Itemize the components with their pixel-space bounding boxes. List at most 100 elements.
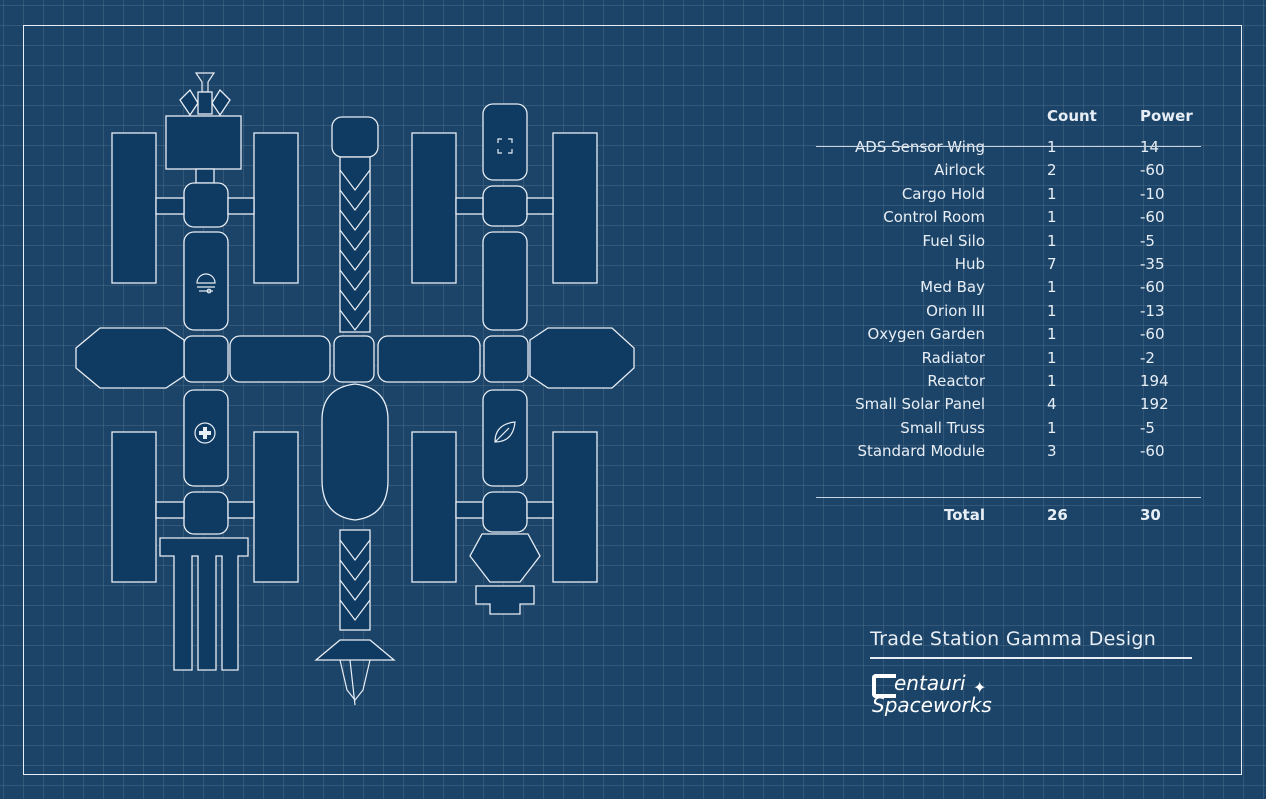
- connector: [155, 197, 185, 215]
- cell-count: 1: [1047, 372, 1057, 391]
- center-column: [314, 116, 396, 706]
- solar-panel: [411, 431, 457, 583]
- sensor-core: [197, 91, 213, 115]
- orion-iii: [314, 639, 396, 661]
- cell-count: 1: [1047, 208, 1057, 227]
- cell-count: 3: [1047, 442, 1057, 461]
- standard-module: [482, 231, 528, 331]
- brand-line2: Spaceworks: [872, 693, 992, 717]
- cell-count: 1: [1047, 184, 1057, 203]
- cell-power: -10: [1140, 184, 1165, 203]
- header-count: Count: [1047, 107, 1097, 125]
- cell-name: Radiator: [921, 348, 985, 367]
- total-power: 30: [1140, 506, 1161, 524]
- cell-power: 192: [1140, 395, 1169, 414]
- module-total-table: Total 26 30: [816, 504, 1202, 527]
- table-row: Orion III 1 -13: [816, 300, 1202, 323]
- cell-name: ADS Sensor Wing: [855, 138, 985, 156]
- medical-cross-icon: [194, 422, 216, 444]
- truss-lattice: [339, 169, 371, 331]
- cell-power: 14: [1140, 138, 1160, 156]
- cell-name: Cargo Hold: [901, 184, 985, 203]
- table-header-rule: [816, 146, 1201, 147]
- brand-logo: entauri ✦ Spaceworks: [872, 672, 992, 716]
- cell-power: -60: [1140, 325, 1165, 344]
- cell-name: Reactor: [927, 372, 985, 391]
- cell-name: Med Bay: [920, 278, 985, 297]
- oxygen-garden: [482, 389, 528, 487]
- solar-panel: [552, 132, 598, 284]
- cell-count: 1: [1047, 325, 1057, 344]
- cell-name: Small Solar Panel: [855, 395, 985, 414]
- cell-count: 1: [1047, 278, 1057, 297]
- speedometer-icon: [196, 273, 216, 294]
- solar-panel: [111, 132, 157, 284]
- brand-line1: entauri: [894, 671, 966, 695]
- cell-name: Airlock: [934, 161, 985, 180]
- antenna: [194, 72, 216, 93]
- cell-name: Small Truss: [900, 418, 985, 437]
- leaf-icon: [494, 421, 516, 443]
- cell-count: 2: [1047, 161, 1057, 180]
- orion-legs: [339, 659, 371, 706]
- brand-c-mark: [872, 674, 896, 698]
- solar-panel: [253, 431, 299, 583]
- hub: [333, 335, 375, 383]
- horizontal-arm: [75, 327, 635, 389]
- cell-count: 1: [1047, 138, 1057, 156]
- cell-count: 1: [1047, 348, 1057, 367]
- airlock-dock: [475, 585, 535, 615]
- cell-power: -5: [1140, 231, 1155, 250]
- solar-panels: [111, 132, 598, 583]
- cell-power: -60: [1140, 442, 1165, 461]
- table-row: Small Truss 1 -5: [816, 417, 1202, 440]
- cell-count: 1: [1047, 301, 1057, 320]
- cell-name: Orion III: [926, 301, 985, 320]
- connector: [455, 197, 484, 215]
- connector: [526, 501, 554, 519]
- table-total-row: Total 26 30: [816, 504, 1202, 527]
- connector: [455, 501, 484, 519]
- design-title-rule: [870, 657, 1192, 659]
- cell-count: 4: [1047, 395, 1057, 414]
- cell-count: 1: [1047, 418, 1057, 437]
- standard-module: [229, 335, 331, 383]
- reactor: [321, 383, 389, 521]
- sensor-wing-base: [165, 115, 242, 170]
- cell-name: Fuel Silo: [922, 231, 985, 250]
- design-title: Trade Station Gamma Design: [870, 628, 1157, 650]
- table-row: Small Solar Panel 4 192: [816, 393, 1202, 416]
- solar-panel: [253, 132, 299, 284]
- solar-panel: [411, 132, 457, 284]
- airlock: [482, 103, 528, 181]
- cell-power: -13: [1140, 301, 1165, 320]
- airlock: [469, 533, 541, 583]
- header-name: [816, 106, 1047, 136]
- connector: [155, 501, 185, 519]
- hub: [183, 491, 229, 535]
- cell-count: 1: [1047, 231, 1057, 250]
- total-count: 26: [1047, 506, 1068, 524]
- standard-module: [377, 335, 481, 383]
- table-header-row: Count Power: [816, 106, 1202, 136]
- cell-count: 7: [1047, 255, 1057, 274]
- ads-truss: [339, 156, 371, 333]
- cell-name: Oxygen Garden: [867, 325, 985, 344]
- sparkle-icon: ✦: [973, 678, 987, 697]
- connector: [227, 501, 255, 519]
- cell-power: -35: [1140, 255, 1165, 274]
- blueprint-frame: [23, 25, 1242, 775]
- cell-power: -5: [1140, 418, 1155, 437]
- standard-module: [529, 327, 635, 389]
- left-column: [155, 72, 255, 671]
- table-row: Cargo Hold 1 -10: [816, 183, 1202, 206]
- hub: [183, 335, 229, 383]
- truss-lattice: [339, 539, 371, 621]
- cargo-hold: [75, 327, 185, 389]
